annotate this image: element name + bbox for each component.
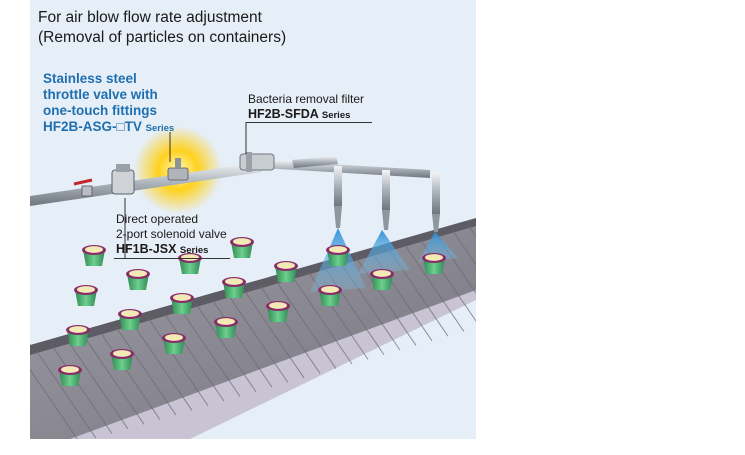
container-cup [274, 261, 298, 282]
filter-label: Bacteria removal filter [248, 92, 365, 106]
solenoid-series: Series [179, 245, 209, 256]
solenoid-label-2: 2-port solenoid valve [116, 227, 227, 241]
container-cup [318, 285, 342, 306]
solenoid-label-1: Direct operated [116, 212, 199, 226]
throttle-valve [167, 158, 189, 181]
container-cup [58, 365, 82, 386]
leader-lines [124, 122, 247, 258]
solenoid-valve [111, 164, 135, 195]
solenoid-model: HF1B-JSX Series [116, 241, 208, 259]
container-cup [82, 245, 106, 266]
container-cup [230, 237, 254, 258]
throttle-valve-model: HF2B-ASG-□TV Series [43, 119, 174, 137]
containers [58, 237, 446, 386]
container-cup [222, 277, 246, 298]
application-illustration [30, 122, 476, 439]
title-line-1: For air blow flow rate adjustment [38, 9, 262, 26]
container-cup [74, 285, 98, 306]
container-cup [370, 269, 394, 290]
throttle-valve-series: Series [145, 123, 175, 134]
container-cup [422, 253, 446, 274]
shutoff-valve [73, 178, 93, 197]
bacteria-removal-filter [239, 152, 275, 172]
solenoid-label-underline [114, 258, 230, 259]
throttle-valve-label-1: Stainless steel [43, 71, 137, 86]
filter-model-text: HF2B-SFDA [248, 107, 319, 121]
container-cup [126, 269, 150, 290]
diagram-panel: For air blow flow rate adjustment (Remov… [30, 0, 476, 439]
container-cup [118, 309, 142, 330]
filter-series: Series [321, 110, 351, 121]
throttle-valve-label-3: one-touch fittings [43, 103, 157, 118]
container-cup [214, 317, 238, 338]
container-cup [266, 301, 290, 322]
solenoid-model-text: HF1B-JSX [116, 242, 177, 256]
throttle-valve-label-2: throttle valve with [43, 87, 158, 102]
filter-model: HF2B-SFDA Series [248, 106, 350, 124]
title-line-2: (Removal of particles on containers) [38, 29, 287, 46]
container-cup [170, 293, 194, 314]
container-cup [110, 349, 134, 370]
filter-label-underline [246, 122, 372, 123]
container-cup [162, 333, 186, 354]
container-cup [66, 325, 90, 346]
container-cup [326, 245, 350, 266]
throttle-valve-model-text: HF2B-ASG-□TV [43, 119, 142, 134]
